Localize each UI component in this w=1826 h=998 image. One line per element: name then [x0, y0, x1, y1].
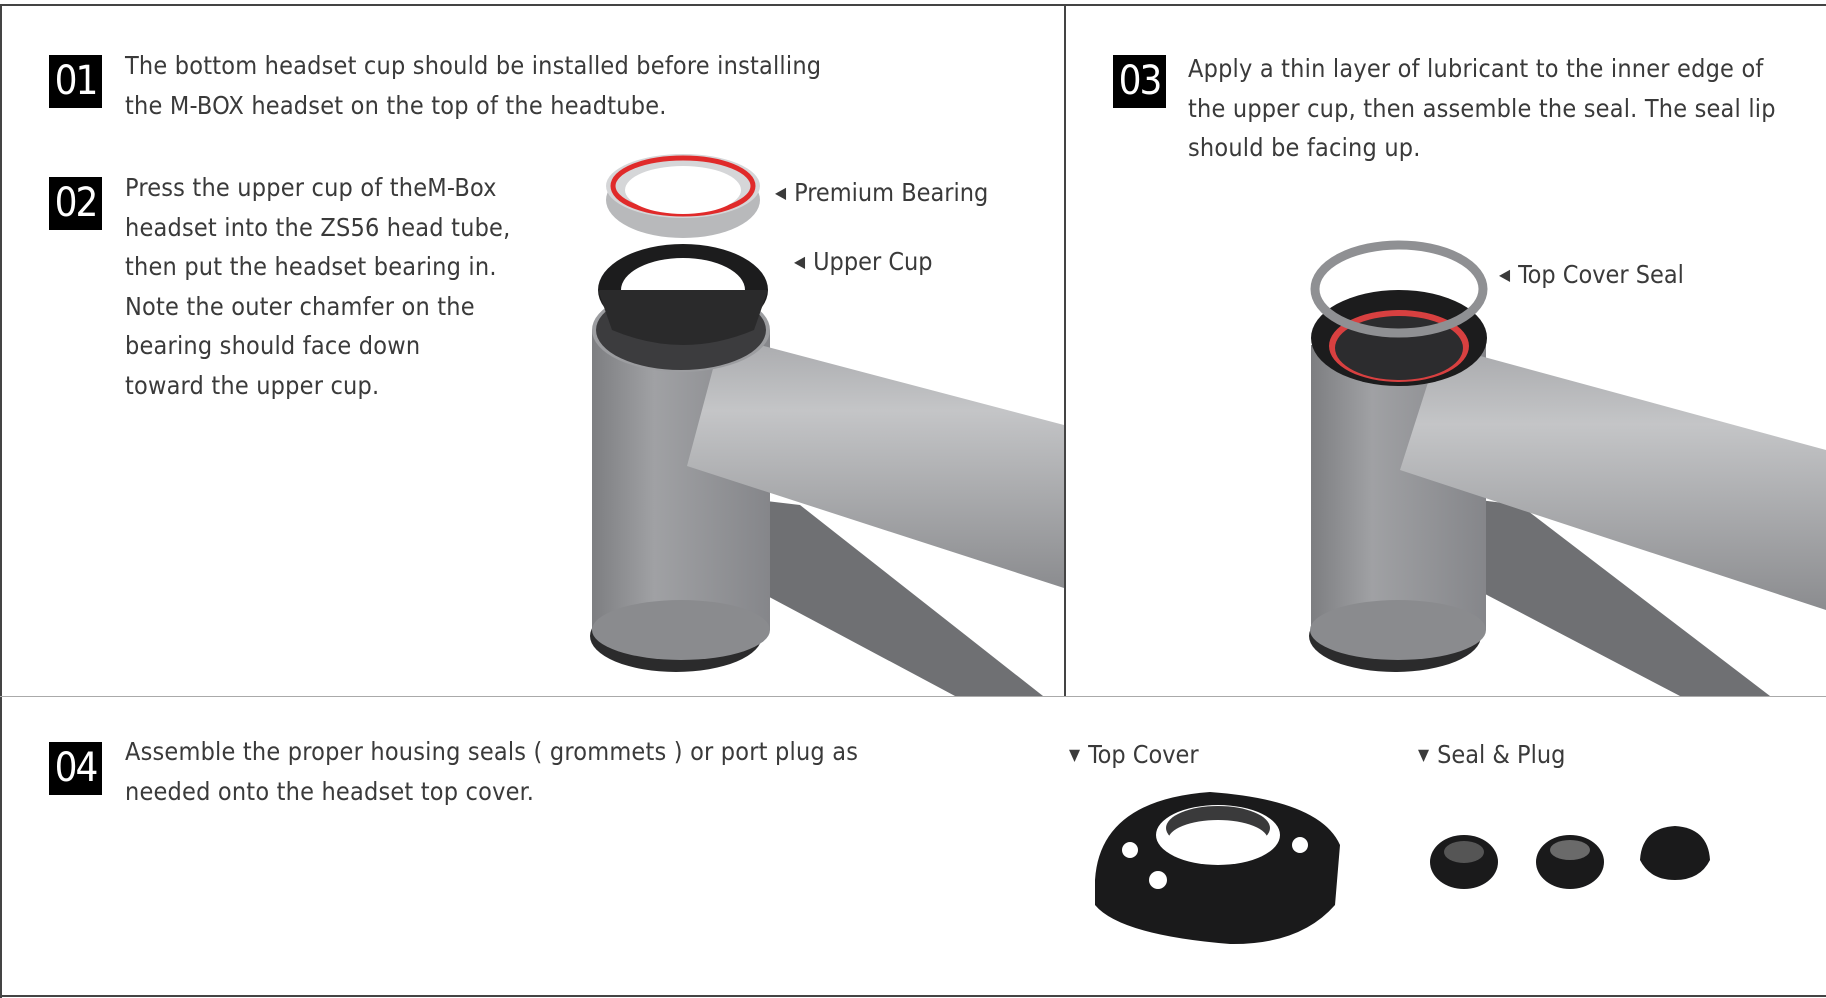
step-02-text: Press the upper cup of theM-Box headset … — [125, 173, 511, 400]
premium-bearing-image — [606, 154, 760, 238]
step-04-badge: 04 — [49, 742, 102, 795]
pointer-left-icon: ◀ — [1499, 265, 1511, 284]
top-cover-seal-image — [1310, 240, 1488, 338]
step-02-badge: 02 — [49, 177, 102, 230]
top-cover-image — [1095, 792, 1340, 945]
divider-horizontal — [0, 696, 1826, 697]
upper-cup-image — [598, 244, 768, 345]
head-tube-frame-left — [590, 288, 1064, 696]
label-seal-plug: ▼Seal & Plug — [1418, 740, 1566, 769]
label-top-cover: ▼Top Cover — [1069, 740, 1199, 769]
pointer-down-icon: ▼ — [1418, 745, 1430, 764]
pointer-down-icon: ▼ — [1069, 745, 1081, 764]
border-top — [0, 4, 1826, 6]
border-bottom — [0, 995, 1826, 997]
step-03-badge: 03 — [1113, 55, 1166, 108]
pointer-left-icon: ◀ — [775, 183, 787, 202]
step-03-text: Apply a thin layer of lubricant to the i… — [1188, 54, 1776, 162]
label-upper-cup: ◀Upper Cup — [794, 247, 933, 276]
divider-vertical — [1064, 4, 1066, 697]
label-premium-bearing: ◀Premium Bearing — [775, 178, 989, 207]
label-top-cover-seal: ◀Top Cover Seal — [1499, 260, 1684, 289]
head-tube-frame-right — [1309, 290, 1826, 696]
pointer-left-icon: ◀ — [794, 252, 806, 271]
step-01-text: The bottom headset cup should be install… — [125, 51, 822, 120]
step-04-text: Assemble the proper housing seals ( grom… — [125, 737, 859, 806]
border-left — [0, 4, 2, 998]
step-01-badge: 01 — [49, 55, 102, 108]
seal-plug-images — [1430, 826, 1710, 889]
